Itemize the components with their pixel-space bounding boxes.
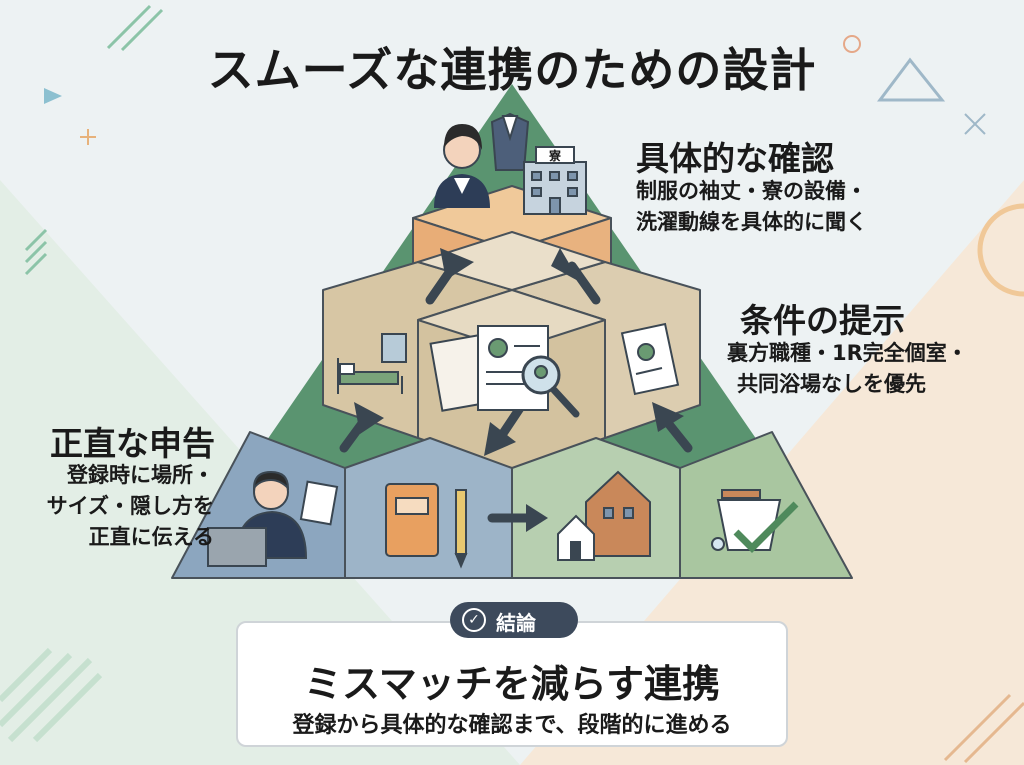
room-bed-icon	[337, 333, 407, 394]
conclusion-badge: ✓ 結論	[450, 602, 578, 638]
uniform-jacket-icon	[490, 112, 530, 171]
conclusion-title: ミスマッチを減らす連携	[303, 662, 721, 706]
step-description-top: 制服の袖丈・寮の設備・ 洗濯動線を具体的に聞く	[636, 176, 867, 238]
profile-search-icon	[429, 325, 580, 418]
step-line: 制服の袖丈・寮の設備・	[636, 179, 867, 203]
dorm-sign-label: 寮	[548, 148, 562, 163]
step-description-middle: 裏方職種・1R完全個室・ 共同浴場なしを優先	[727, 338, 968, 400]
decoration-lines-top-left	[106, 4, 164, 52]
person-laptop-icon	[207, 470, 339, 567]
step-description-bottom: 登録時に場所・ サイズ・隠し方を 正直に伝える	[24, 460, 214, 553]
check-circle-icon: ✓	[462, 608, 486, 632]
decoration-lines-bottom-right	[943, 693, 1024, 764]
step-line: 共同浴場なしを優先	[737, 372, 926, 396]
house-icon	[557, 470, 651, 561]
step-heading-top: 具体的な確認	[636, 139, 834, 178]
conclusion-card: ミスマッチを減らす連携 登録から具体的な確認まで、段階的に進める	[236, 621, 788, 747]
wash-check-icon	[711, 489, 799, 553]
notebook-pen-icon	[385, 483, 468, 569]
step-line: 裏方職種・1R完全個室・	[727, 341, 968, 365]
decoration-plus-icon	[80, 129, 96, 145]
decoration-triangle-left	[44, 88, 62, 104]
decoration-triangle-right	[877, 57, 946, 102]
step-line: 登録時に場所・	[67, 463, 214, 487]
decoration-stripes-left	[24, 228, 48, 276]
profile-card-icon	[620, 322, 680, 396]
decoration-circle	[843, 35, 861, 53]
conclusion-subtitle: 登録から具体的な確認まで、段階的に進める	[292, 713, 732, 738]
step-heading-bottom: 正直な申告	[50, 424, 215, 463]
page-title: スムーズな連携のための設計	[207, 43, 817, 97]
decoration-x-icon	[964, 113, 986, 135]
step-line: 正直に伝える	[88, 525, 214, 549]
conclusion-badge-label: 結論	[496, 611, 536, 635]
decoration-arc-right	[977, 203, 1024, 297]
decoration-stripes-bottom-left	[0, 647, 103, 743]
step-line: 洗濯動線を具体的に聞く	[636, 210, 867, 234]
step-line: サイズ・隠し方を	[46, 494, 214, 518]
step-heading-middle: 条件の提示	[740, 301, 905, 340]
dorm-building-icon	[523, 146, 587, 215]
person-uniform-icon	[434, 124, 490, 208]
